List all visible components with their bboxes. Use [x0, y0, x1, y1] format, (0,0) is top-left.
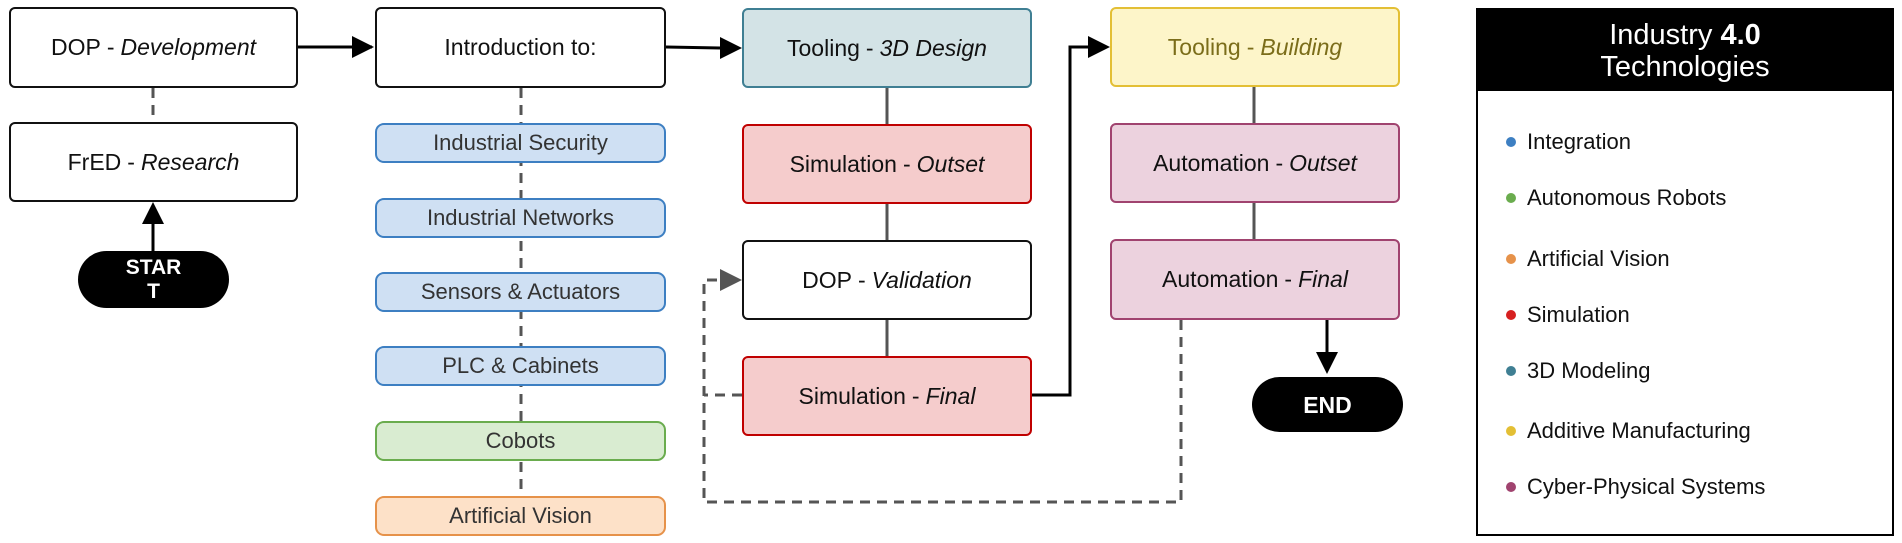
legend-item: Integration: [1506, 129, 1631, 155]
topic-industrial-networks: Industrial Networks: [375, 198, 666, 238]
node-simulation-final: Simulation - Final: [742, 356, 1032, 436]
legend-color-dot: [1506, 193, 1516, 203]
node-title: FrED: [67, 148, 122, 175]
node-title: Introduction to:: [444, 34, 597, 60]
topic-sensors-actuators: Sensors & Actuators: [375, 272, 666, 312]
node-separator: -: [1275, 149, 1284, 176]
topic-plc-cabinets: PLC & Cabinets: [375, 346, 666, 386]
node-subtitle: Final: [1298, 266, 1348, 292]
legend-item: Simulation: [1506, 302, 1630, 328]
legend-color-dot: [1506, 254, 1516, 264]
node-separator: -: [858, 266, 866, 293]
node-fred-research: FrED - Research: [9, 122, 298, 202]
legend-color-dot: [1506, 137, 1516, 147]
node-subtitle: Outset: [1289, 149, 1357, 176]
legend-color-dot: [1506, 310, 1516, 320]
topic-label: Artificial Vision: [449, 503, 592, 528]
node-subtitle: Research: [140, 148, 240, 175]
legend-header: Industry 4.0 Technologies: [1478, 10, 1892, 91]
node-subtitle: Final: [925, 382, 976, 409]
legend-item-label: Cyber-Physical Systems: [1527, 474, 1766, 499]
legend-item: Additive Manufacturing: [1506, 418, 1751, 444]
node-title: Automation: [1153, 149, 1270, 176]
node-dop-validation: DOP - Validation: [742, 240, 1032, 320]
legend-title-prefix: Industry: [1609, 18, 1713, 51]
legend-item-label: 3D Modeling: [1527, 358, 1651, 383]
arrow-head-fred: [142, 202, 164, 224]
arrow-head-toolingbuild: [1088, 36, 1110, 58]
topic-label: PLC & Cabinets: [442, 353, 599, 378]
legend-subtitle: Technologies: [1600, 50, 1770, 83]
node-simulation-outset: Simulation - Outset: [742, 124, 1032, 204]
arrow-head-intro: [352, 36, 374, 58]
node-title: Tooling: [787, 34, 860, 61]
node-title: DOP: [50, 34, 101, 60]
node-separator: -: [106, 34, 115, 60]
node-title: DOP: [802, 266, 852, 293]
topic-label: Industrial Security: [433, 130, 608, 155]
arrow-head-dopval-loop: [720, 269, 742, 291]
legend-title-version: 4.0: [1720, 18, 1761, 51]
legend-item-label: Simulation: [1527, 302, 1630, 327]
arrow-head-end: [1316, 352, 1338, 374]
legend-color-dot: [1506, 426, 1516, 436]
legend-item-label: Additive Manufacturing: [1527, 418, 1751, 443]
legend-panel: Industry 4.0 Technologies Integration Au…: [1476, 8, 1894, 536]
arrow-head-tooling3d: [720, 37, 742, 59]
topic-artificial-vision: Artificial Vision: [375, 496, 666, 536]
node-tooling-building: Tooling - Building: [1110, 7, 1400, 87]
legend-item: Cyber-Physical Systems: [1506, 474, 1765, 500]
start-label-line2: T: [147, 279, 160, 303]
node-subtitle: 3D Design: [879, 34, 987, 61]
start-label-line1: STAR: [125, 255, 182, 279]
end-terminal: END: [1252, 377, 1403, 432]
legend-item: Artificial Vision: [1506, 246, 1670, 272]
dashed-link-autofinal-loop: [702, 278, 1183, 504]
node-separator: -: [127, 148, 135, 175]
node-tooling-3d-design: Tooling - 3D Design: [742, 8, 1032, 88]
node-separator: -: [911, 382, 920, 409]
topic-label: Cobots: [485, 428, 556, 453]
node-separator: -: [902, 150, 911, 177]
node-introduction: Introduction to:: [375, 7, 666, 88]
node-dop-development: DOP - Development: [9, 7, 298, 88]
topic-cobots: Cobots: [375, 421, 666, 461]
legend-item-label: Artificial Vision: [1527, 246, 1670, 271]
node-automation-outset: Automation - Outset: [1110, 123, 1400, 203]
node-title: Simulation: [798, 382, 906, 409]
node-subtitle: Validation: [871, 266, 972, 293]
legend-color-dot: [1506, 482, 1516, 492]
node-separator: -: [865, 34, 874, 61]
node-separator: -: [1284, 266, 1293, 292]
end-label: END: [1303, 391, 1352, 418]
arrow-intro-to-tooling3d: [665, 45, 721, 50]
topic-label: Industrial Networks: [426, 205, 615, 230]
node-subtitle: Outset: [916, 150, 985, 177]
legend-title: Industry 4.0: [1609, 19, 1761, 51]
start-terminal: STAR T: [78, 251, 229, 308]
legend-item-label: Autonomous Robots: [1527, 185, 1727, 210]
legend-item: Autonomous Robots: [1506, 185, 1726, 211]
node-subtitle: Building: [1260, 33, 1343, 60]
node-title: Automation: [1162, 266, 1279, 292]
node-automation-final: Automation - Final: [1110, 239, 1400, 320]
legend-item-label: Integration: [1527, 129, 1631, 154]
topic-industrial-security: Industrial Security: [375, 123, 666, 163]
legend-color-dot: [1506, 366, 1516, 376]
node-separator: -: [1246, 33, 1255, 60]
node-subtitle: Development: [120, 34, 257, 60]
node-title: Tooling: [1167, 33, 1241, 60]
topic-label: Sensors & Actuators: [420, 279, 621, 304]
arrow-simfinal-to-toolingbuild: [1032, 45, 1088, 397]
node-title: Simulation: [789, 150, 897, 177]
legend-item: 3D Modeling: [1506, 358, 1651, 384]
